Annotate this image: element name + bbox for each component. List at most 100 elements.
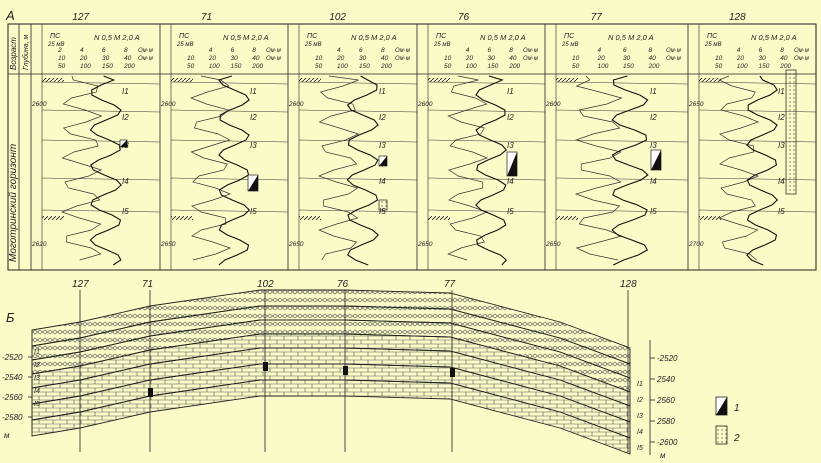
scale-tick: 40 — [780, 55, 788, 62]
probe-label: N 0,5 M 2,0 A — [608, 33, 654, 42]
scale-tick: 4 — [80, 47, 84, 54]
layer-label: I3 — [507, 141, 514, 150]
scale-tick: 150 — [102, 63, 113, 70]
saturation-marker-oil — [247, 174, 259, 192]
scale-tick: 10 — [187, 55, 195, 62]
scale-tick: 200 — [251, 63, 263, 70]
scale-tick: 200 — [648, 63, 660, 70]
layer-label: I2 — [778, 113, 785, 122]
left-layer-label: I5 — [34, 401, 40, 408]
unit-label: Ом·м — [523, 56, 538, 62]
scale-tick: 50 — [187, 63, 195, 70]
horizon-label: Моготринский горизонт — [8, 144, 19, 262]
left-depth-label: -2560 — [2, 393, 23, 402]
resistivity-curve — [346, 75, 379, 266]
resistivity-curve — [217, 75, 251, 266]
scale-tick: 8 — [381, 47, 385, 54]
shale-marker — [699, 216, 721, 220]
depth-label: Глубина, м — [22, 35, 30, 70]
scale-tick: 150 — [759, 63, 770, 70]
left-layer-label: I1 — [34, 349, 40, 356]
scale-tick: 6 — [102, 47, 106, 54]
section-oil-marker — [148, 388, 153, 397]
unit-label: Ом·м — [138, 48, 153, 54]
sp-curve — [61, 75, 103, 261]
shale-marker — [42, 78, 64, 82]
scale-tick: 50 — [715, 63, 723, 70]
unit-label: Ом·м — [395, 48, 410, 54]
depth-label-top: 2600 — [288, 101, 304, 108]
scale-tick: 20 — [465, 55, 474, 62]
scale-tick: 40 — [649, 55, 657, 62]
probe-label: N 0,5 M 2,0 A — [223, 33, 269, 42]
depth-label-top: 2600 — [160, 101, 176, 108]
sp-curve — [718, 75, 760, 261]
shale-marker — [299, 78, 321, 82]
sp-label: ПС — [307, 33, 318, 40]
layer-label: I4 — [507, 177, 514, 186]
layer-label: I3 — [650, 141, 657, 150]
layer-label: I5 — [507, 207, 514, 216]
resistivity-curve — [475, 75, 508, 266]
section-well-128: 128 — [620, 279, 637, 452]
layer-label: I1 — [122, 87, 129, 96]
scale-tick: 200 — [123, 63, 135, 70]
section-well-number: 77 — [444, 279, 456, 290]
section-well-number: 102 — [257, 279, 274, 290]
depth-label-bottom: 2650 — [288, 241, 304, 248]
scale-tick: 10 — [58, 55, 66, 62]
sp-curve — [574, 75, 623, 261]
probe-label: N 0,5 M 2,0 A — [94, 33, 140, 42]
unit-label: Ом·м — [266, 56, 281, 62]
scale-tick: 30 — [359, 55, 367, 62]
unit-label: Ом·м — [666, 48, 681, 54]
scale-tick: 200 — [380, 63, 392, 70]
scale-tick: 10 — [715, 55, 723, 62]
scale-tick: 100 — [466, 63, 477, 70]
section-layer — [31, 379, 631, 455]
scale-tick: 6 — [759, 47, 763, 54]
right-layer-label: I3 — [637, 413, 643, 420]
depth-label-top: 2600 — [417, 101, 433, 108]
layer-label: I2 — [379, 113, 386, 122]
section-well-number: 128 — [620, 279, 637, 290]
scale-tick: 50 — [58, 63, 66, 70]
legend-swatch-water — [715, 425, 728, 445]
layer-label: I1 — [650, 87, 657, 96]
resistivity-curve — [89, 75, 122, 266]
right-layer-label: I2 — [637, 397, 643, 404]
sp-label: ПС — [707, 33, 718, 40]
scale-tick: 20 — [336, 55, 345, 62]
layer-label: I4 — [379, 177, 386, 186]
section-oil-marker — [343, 366, 348, 375]
scale-tick: 50 — [572, 63, 580, 70]
section-well-number: 127 — [72, 279, 89, 290]
depth-label-bottom: 2650 — [160, 241, 176, 248]
scale-tick: 8 — [252, 47, 256, 54]
scale-tick: 20 — [79, 55, 88, 62]
scale-tick: 4 — [737, 47, 741, 54]
sp-label: ПС — [564, 33, 575, 40]
scale-tick: 20 — [597, 55, 606, 62]
saturation-marker-oil — [650, 149, 662, 171]
right-depth-label: -2600 — [657, 438, 678, 447]
layer-label: I4 — [122, 177, 129, 186]
section-well-number: 71 — [142, 279, 153, 290]
depth-label-bottom: 2620 — [31, 241, 47, 248]
scale-tick: 30 — [488, 55, 496, 62]
scale-tick: 4 — [466, 47, 470, 54]
scale-tick: 20 — [736, 55, 745, 62]
scale-tick: 8 — [780, 47, 784, 54]
layer-label: I3 — [379, 141, 386, 150]
right-depth-unit: м — [660, 451, 666, 460]
layer-label: I3 — [250, 141, 257, 150]
probe-label: N 0,5 M 2,0 A — [351, 33, 397, 42]
layer-label: I2 — [650, 113, 657, 122]
